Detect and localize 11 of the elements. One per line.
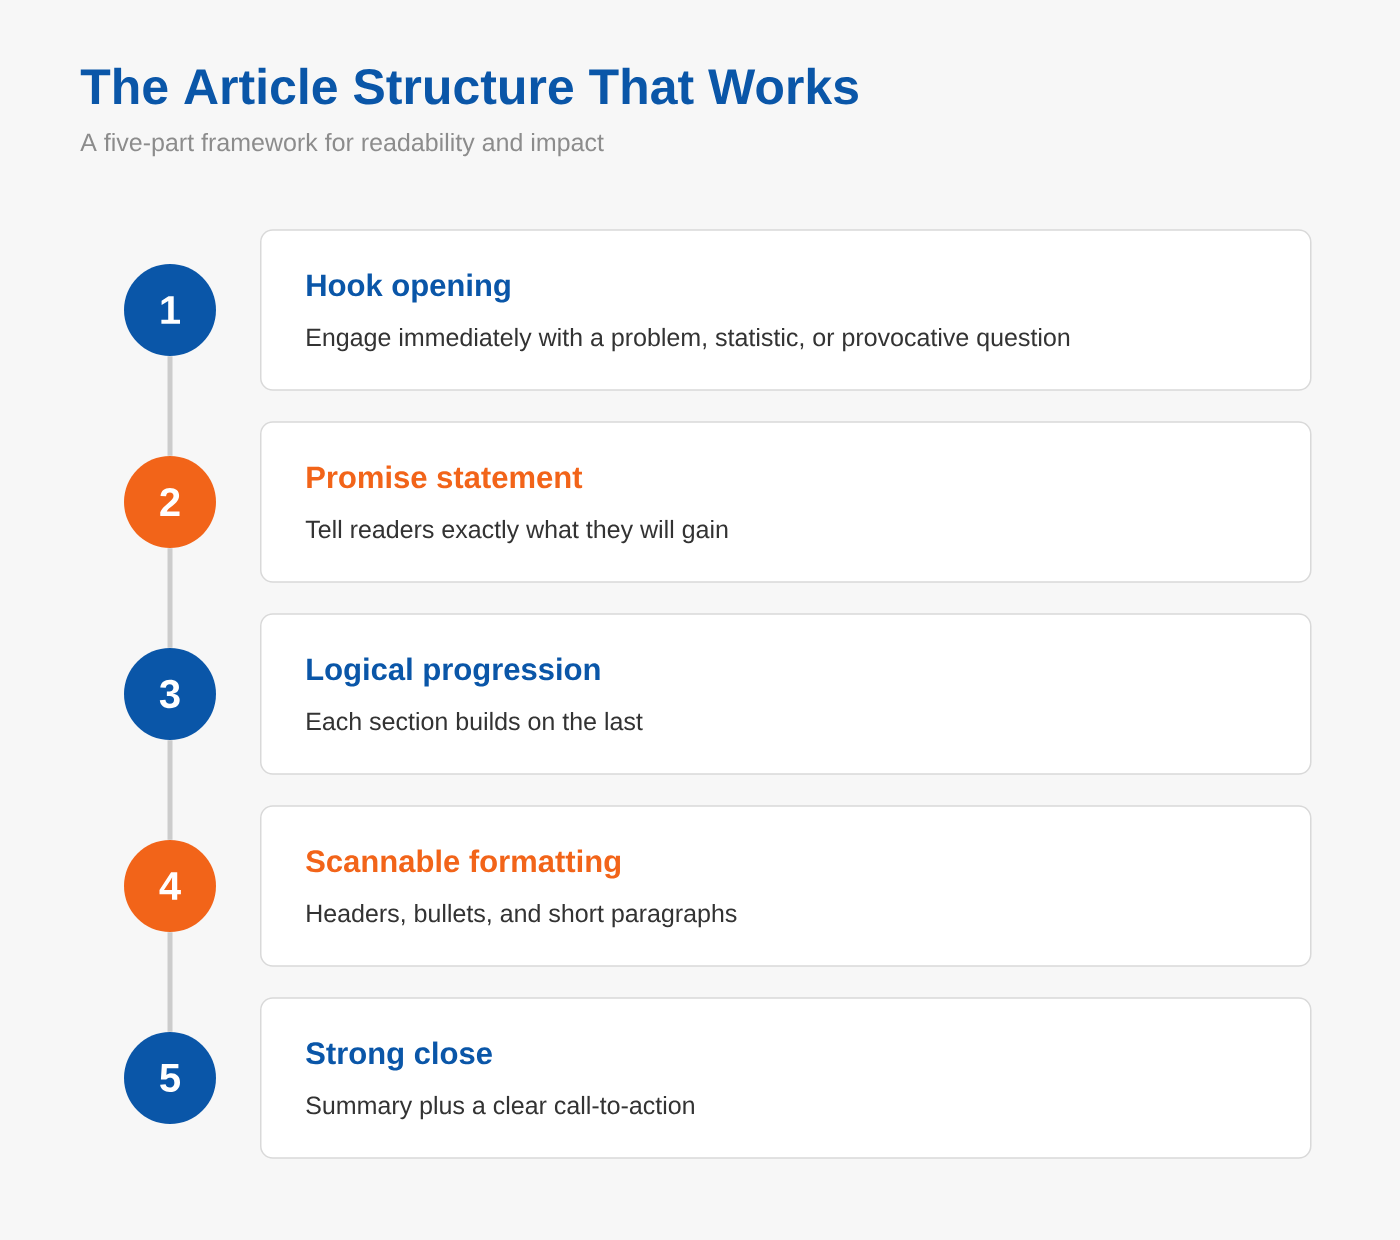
title: The Article Structure That Works [80,67,858,105]
step-card: Promise statement Tell readers exactly what they will gain [260,421,1312,583]
step-card: Logical progression Each section builds on the last [260,613,1312,775]
connector-line [167,740,173,840]
step-card: Hook opening Engage immediately with a problem, statistic, or provocative question [260,229,1312,391]
connector-line [167,356,173,456]
connector-line [167,548,173,648]
subtitle: A five-part framework for readability and impact [80,132,604,157]
step-card: Scannable formatting Headers, bullets, and short paragraphs [260,805,1312,967]
step-card: Strong close Summary plus a clear call-to-action [260,997,1312,1159]
connector-line [167,932,173,1032]
